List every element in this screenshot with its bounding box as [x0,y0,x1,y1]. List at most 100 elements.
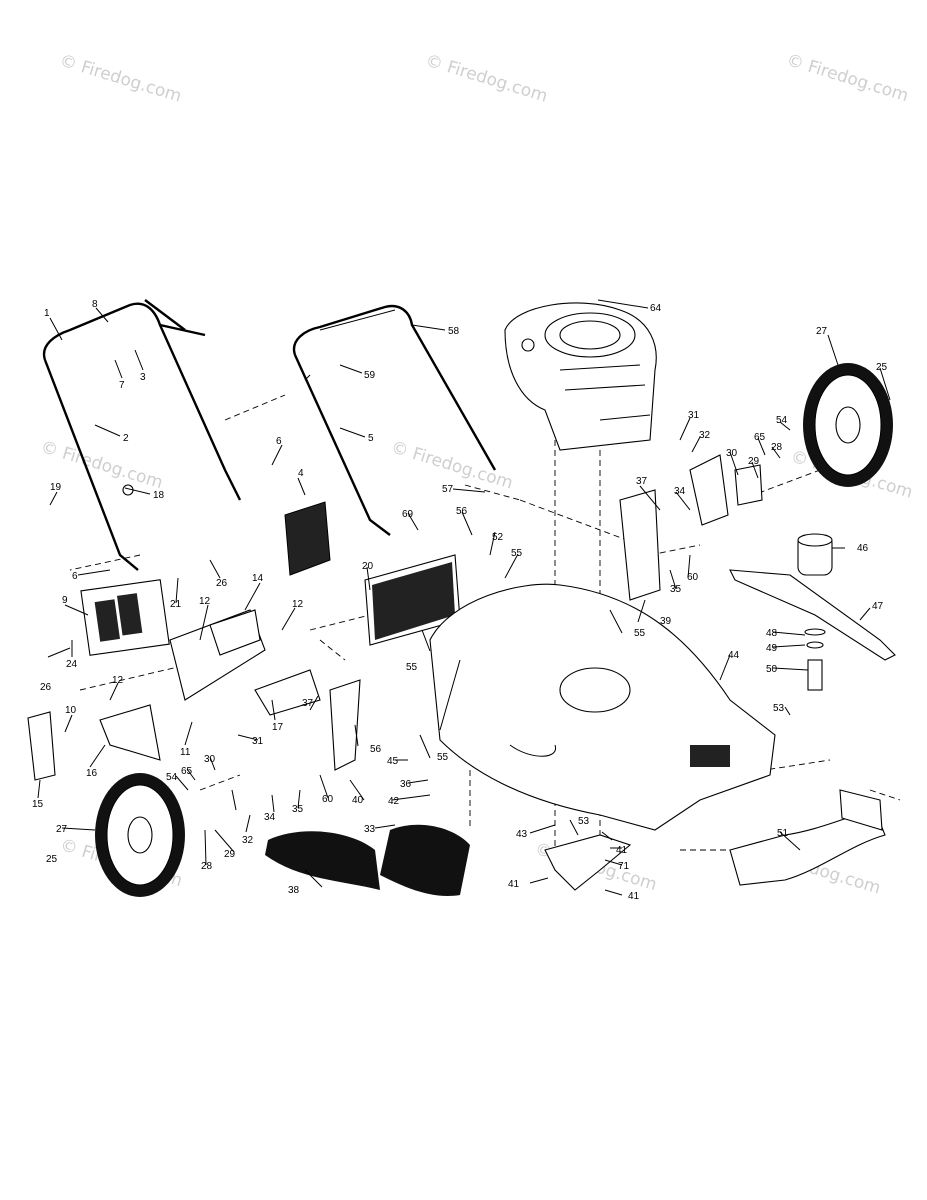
callout-25: 25 [876,362,888,373]
callout-46: 46 [857,543,869,554]
callout-32: 32 [242,835,254,846]
right-brackets [619,454,763,601]
callout-27: 27 [56,824,68,835]
callout-41: 41 [628,891,640,902]
callout-16: 16 [86,768,98,779]
callout-6: 6 [276,436,282,447]
callout-2: 2 [123,433,129,444]
front-wheel-left [95,773,185,897]
callout-19: 19 [50,482,62,493]
callout-52: 52 [492,532,504,543]
callout-4: 4 [298,468,304,479]
callout-35: 35 [292,804,304,815]
callout-51: 51 [777,828,789,839]
engine [504,302,657,451]
callout-37: 37 [302,698,314,709]
callout-55: 55 [634,628,646,639]
callout-3: 3 [140,372,146,383]
callout-12: 12 [199,596,211,607]
callout-28: 28 [201,861,213,872]
upper-handle [292,304,497,536]
callout-58: 58 [448,326,460,337]
callout-15: 15 [32,799,44,810]
callout-48: 48 [766,628,778,639]
callout-54: 54 [776,415,788,426]
callout-53: 53 [578,816,590,827]
bag-cover [284,501,331,576]
callout-53: 53 [773,703,785,714]
callout-55: 55 [511,548,523,559]
callout-49: 49 [766,643,778,654]
callout-6: 6 [72,571,78,582]
callout-9: 9 [62,595,68,606]
callout-71: 71 [618,861,630,872]
rear-wheel-right [803,363,893,487]
callout-40: 40 [352,795,364,806]
callout-26: 26 [40,682,52,693]
callout-26: 26 [216,578,228,589]
callout-35: 35 [670,584,682,595]
callout-41: 41 [616,845,628,856]
callout-55: 55 [437,752,449,763]
callout-8: 8 [92,299,98,310]
callout-32: 32 [699,430,711,441]
discharge-chute [265,789,886,896]
callout-31: 31 [688,410,700,421]
watermark: © Firedog.com [784,50,911,106]
callout-36: 36 [400,779,412,790]
callout-27: 27 [816,326,828,337]
callout-60: 60 [687,572,699,583]
callout-30: 30 [726,448,738,459]
callout-47: 47 [872,601,884,612]
leader-lines [37,299,891,896]
callout-69: 69 [402,509,414,520]
callout-18: 18 [153,490,165,501]
callout-34: 34 [674,486,686,497]
callout-64: 64 [650,303,662,314]
left-brackets [27,609,361,781]
callout-65: 65 [754,432,766,443]
callout-31: 31 [252,736,264,747]
callout-1: 1 [44,308,50,319]
callout-65: 65 [181,766,193,777]
grass-bag [364,554,461,646]
callout-25: 25 [46,854,58,865]
callout-12: 12 [292,599,304,610]
callout-30: 30 [204,754,216,765]
callout-11: 11 [180,747,191,758]
watermarks: © Firedog.com © Firedog.com © Firedog.co… [38,50,915,899]
callout-10: 10 [65,705,77,716]
callout-57: 57 [442,484,454,495]
lower-handle [42,299,242,571]
callout-20: 20 [362,561,374,572]
callout-59: 59 [364,370,376,381]
callout-41: 41 [508,879,520,890]
callout-56: 56 [456,506,468,517]
mower-deck [429,583,776,831]
watermark: © Firedog.com [57,51,184,107]
callout-44: 44 [728,650,740,661]
callout-60: 60 [322,794,334,805]
callout-55: 55 [406,662,418,673]
callout-28: 28 [771,442,783,453]
callout-29: 29 [224,849,236,860]
callout-5: 5 [368,433,374,444]
deck-bracket [544,834,632,891]
callout-43: 43 [516,829,528,840]
callout-21: 21 [170,599,182,610]
grass-bag-frame [80,579,170,656]
callout-45: 45 [387,756,399,767]
callout-33: 33 [364,824,376,835]
callout-17: 17 [272,722,284,733]
callout-37: 37 [636,476,648,487]
callout-14: 14 [252,573,264,584]
callout-29: 29 [748,456,760,467]
callout-56: 56 [370,744,382,755]
callout-42: 42 [388,796,400,807]
callout-12: 12 [112,675,124,686]
callout-50: 50 [766,664,778,675]
part-callouts: 1 8 7 3 2 19 18 6 26 21 9 24 26 6 4 14 1… [32,299,888,902]
callout-7: 7 [119,380,125,391]
callout-39: 39 [660,616,672,627]
